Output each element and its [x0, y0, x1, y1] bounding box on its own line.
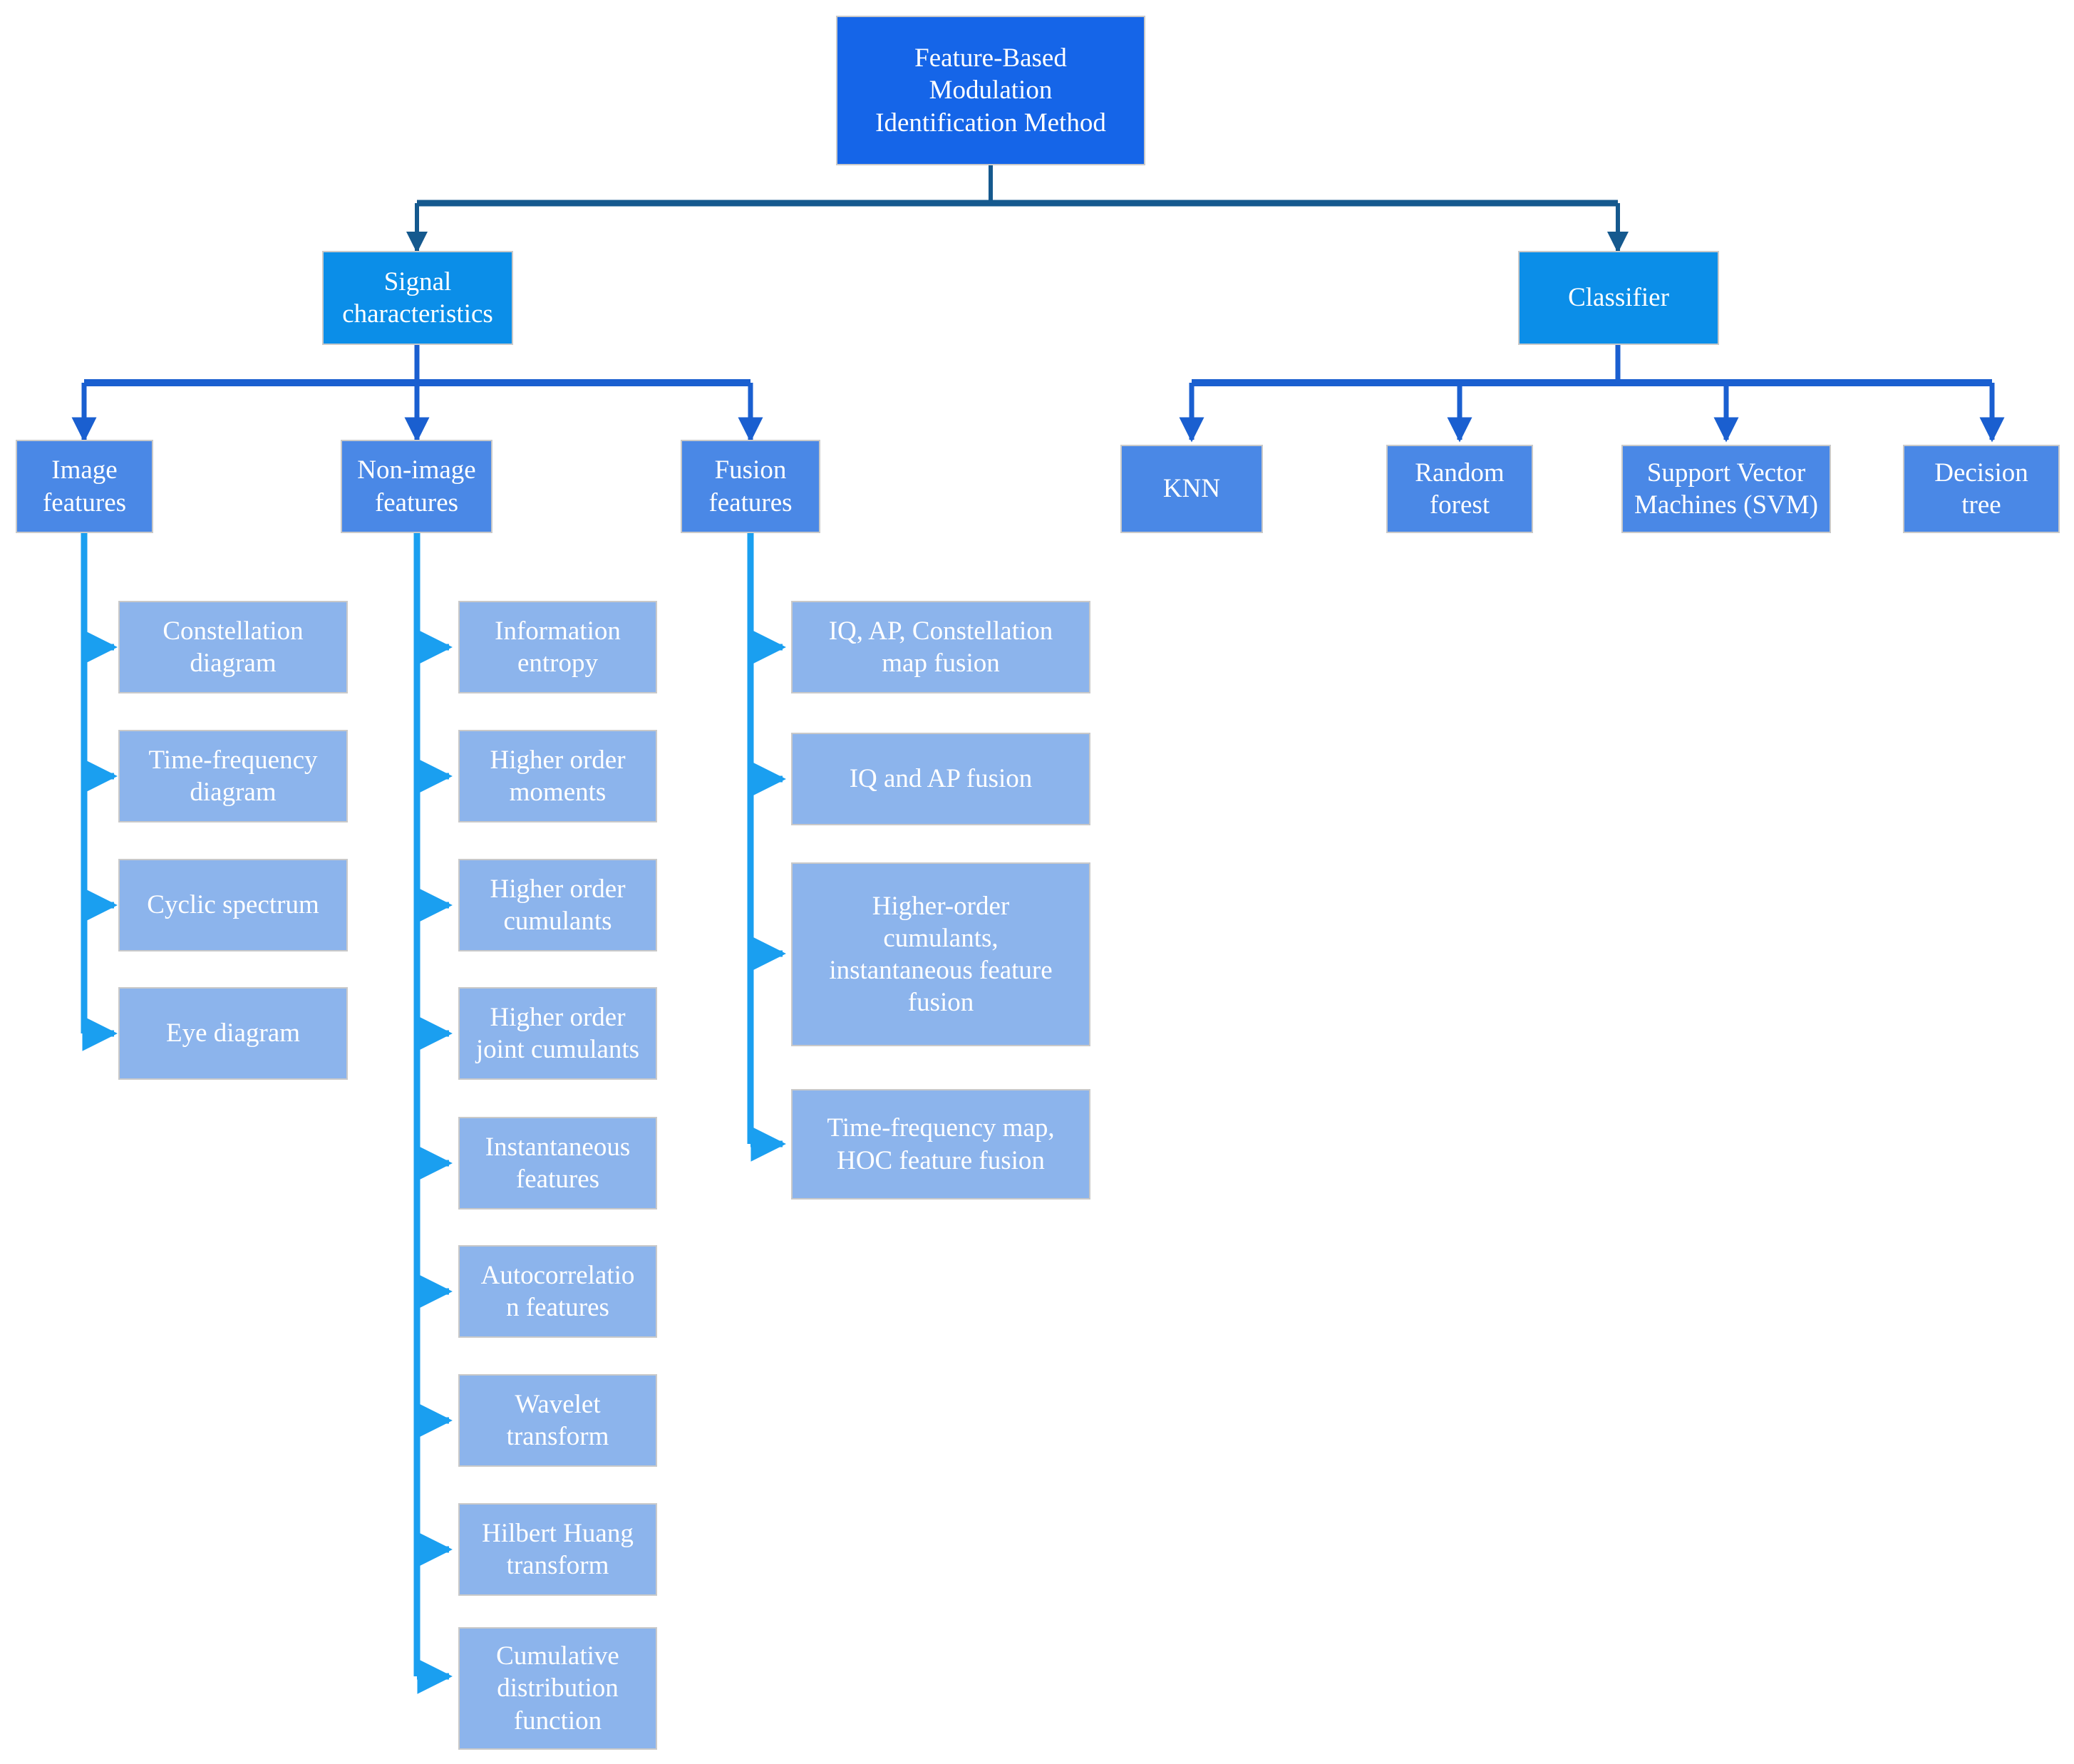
leaf-autocorrelation-features[interactable]: Autocorrelatio n features [458, 1245, 657, 1338]
image-features-connectors [81, 533, 118, 1051]
node-classifier-support-vector-machines[interactable]: Support Vector Machines (SVM) [1621, 445, 1831, 533]
node-signal-characteristics[interactable]: Signal characteristics [322, 251, 513, 345]
leaf-iq-and-ap-fusion[interactable]: IQ and AP fusion [791, 733, 1090, 825]
leaf-information-entropy[interactable]: Information entropy [458, 601, 657, 693]
leaf-cumulative-distribution-function[interactable]: Cumulative distribution function [458, 1627, 657, 1750]
classifier-connectors [1179, 345, 2005, 443]
non-image-features-connectors [413, 533, 453, 1694]
node-classifier-decision-tree[interactable]: Decision tree [1903, 445, 2060, 533]
leaf-cyclic-spectrum[interactable]: Cyclic spectrum [118, 859, 348, 951]
leaf-higher-order-joint-cumulants[interactable]: Higher order joint cumulants [458, 987, 657, 1080]
leaf-eye-diagram[interactable]: Eye diagram [118, 987, 348, 1080]
fusion-features-connectors [747, 533, 786, 1162]
root-connectors [406, 165, 1629, 253]
leaf-higher-order-cumulants-instantaneous-feature-fusion[interactable]: Higher-order cumulants, instantaneous fe… [791, 862, 1090, 1046]
node-image-features[interactable]: Image features [16, 440, 153, 533]
leaf-hilbert-huang-transform[interactable]: Hilbert Huang transform [458, 1503, 657, 1596]
leaf-higher-order-cumulants[interactable]: Higher order cumulants [458, 859, 657, 951]
leaf-wavelet-transform[interactable]: Wavelet transform [458, 1374, 657, 1467]
leaf-higher-order-moments[interactable]: Higher order moments [458, 730, 657, 822]
node-non-image-features[interactable]: Non-image features [341, 440, 492, 533]
leaf-instantaneous-features[interactable]: Instantaneous features [458, 1117, 657, 1209]
node-root-feature-based-modulation-identification-method[interactable]: Feature-Based Modulation Identification … [836, 16, 1145, 165]
node-classifier[interactable]: Classifier [1518, 251, 1719, 345]
leaf-iq-ap-constellation-map-fusion[interactable]: IQ, AP, Constellation map fusion [791, 601, 1090, 693]
node-classifier-random-forest[interactable]: Random forest [1386, 445, 1533, 533]
leaf-constellation-diagram[interactable]: Constellation diagram [118, 601, 348, 693]
leaf-time-frequency-diagram[interactable]: Time-frequency diagram [118, 730, 348, 822]
signal-characteristics-connectors [71, 345, 763, 443]
leaf-time-frequency-map-hoc-feature-fusion[interactable]: Time-frequency map, HOC feature fusion [791, 1089, 1090, 1200]
node-classifier-knn[interactable]: KNN [1120, 445, 1263, 533]
node-fusion-features[interactable]: Fusion features [681, 440, 820, 533]
